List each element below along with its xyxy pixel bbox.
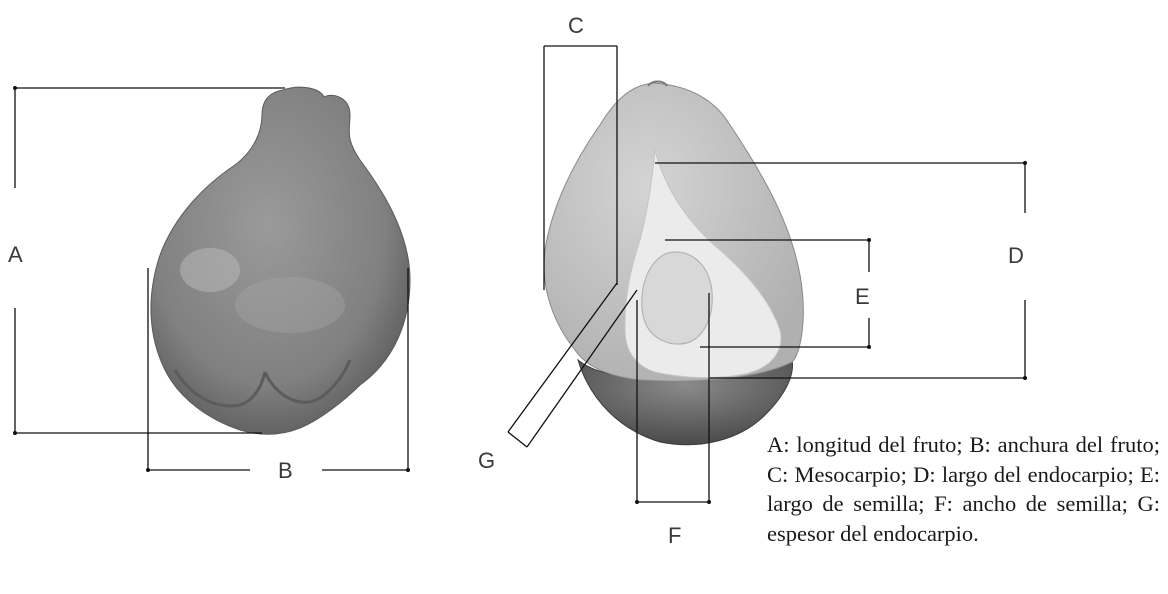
endpoint-dot — [867, 345, 871, 349]
seed — [642, 252, 712, 344]
label-c: C — [568, 13, 584, 38]
whole-fruit — [151, 87, 410, 434]
endpoint-dot — [1023, 376, 1027, 380]
endpoint-dot — [707, 500, 711, 504]
whole-fruit-highlight — [180, 248, 240, 292]
endpoint-dot — [867, 238, 871, 242]
whole-fruit-highlight — [235, 277, 345, 333]
label-e: E — [855, 284, 870, 309]
endpoint-dot — [635, 500, 639, 504]
label-a: A — [8, 242, 23, 267]
label-g: G — [478, 448, 495, 473]
endpoint-dot — [13, 86, 17, 90]
endpoint-dot — [146, 468, 150, 472]
label-b: B — [278, 458, 293, 483]
endpoint-dot — [406, 468, 410, 472]
dimension-line-g — [508, 432, 527, 447]
endpoint-dot — [1023, 161, 1027, 165]
endpoint-dot — [13, 431, 17, 435]
label-d: D — [1008, 243, 1024, 268]
sectioned-fruit — [544, 82, 803, 445]
figure-caption: A: longitud del fruto; B: anchura del fr… — [767, 430, 1160, 548]
label-f: F — [668, 523, 681, 548]
